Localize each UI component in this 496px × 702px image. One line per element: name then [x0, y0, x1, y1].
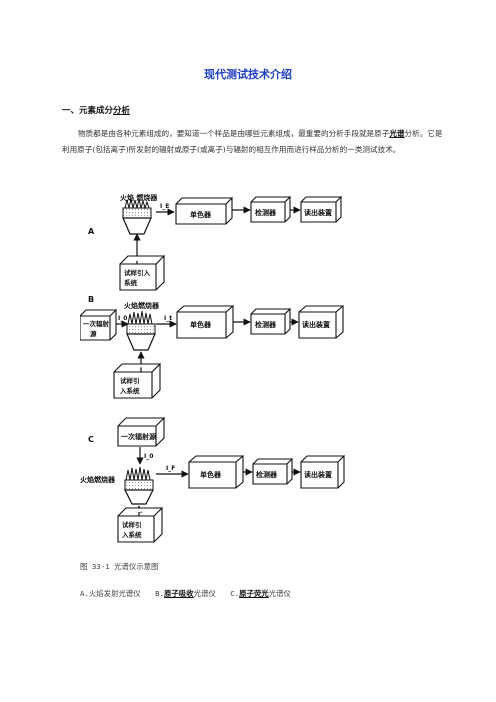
- intensity-label: I_E: [160, 203, 169, 210]
- sample-intro-label-b2: 入系统: [119, 386, 140, 395]
- flame-burner-icon-c: [124, 466, 154, 505]
- legend-b-suffix: 光谱仪: [193, 589, 216, 598]
- sample-intro-label-c1: 试样引: [122, 520, 142, 529]
- i0-label-b: I_0: [118, 315, 127, 322]
- sample-intro-label-1: 试样引入: [124, 268, 151, 277]
- detector-label: 检测器: [255, 208, 277, 217]
- intro-paragraph: 物质都是由各种元素组成的，要知道一个样品是由哪些元素组成，最重要的分析手段就是原…: [62, 126, 448, 157]
- monochromator-label-b: 单色器: [190, 320, 212, 329]
- sample-intro-label-2: 系统: [124, 278, 138, 287]
- sample-intro-label-b1: 试样引: [120, 376, 140, 385]
- primary-source-label-c: 一次辐射源: [121, 432, 156, 441]
- flame-burner-label: 火焰 燃烧器: [120, 193, 158, 202]
- legend-c-suffix: 光谱仪: [268, 589, 291, 598]
- monochromator-label: 单色器: [190, 210, 212, 219]
- sample-intro-label-c2: 入系统: [121, 530, 142, 539]
- if-label-c: I_F: [166, 465, 175, 472]
- diagram-c: C 一次辐射源 I_0 火焰燃烧器 I_F 单色器 检测器 读出装置 试样引 入…: [80, 416, 345, 543]
- diagram-b-letter: B: [88, 295, 94, 304]
- flame-burner-label-c: 火焰燃烧器: [80, 475, 116, 484]
- primary-source-label-1: 一次辐射: [83, 319, 110, 328]
- atomic-absorption-link[interactable]: 原子吸收: [164, 589, 194, 598]
- analysis-link[interactable]: 分析: [113, 106, 131, 116]
- flame-burner-icon-b: [126, 310, 156, 351]
- readout-label: 读出装置: [304, 208, 332, 217]
- legend-c-prefix: C.: [230, 589, 240, 598]
- readout-label-c: 读出装置: [304, 470, 332, 479]
- figure-legend: A.火焰发射光谱仪 B.原子吸收光谱仪 C.原子荧光光谱仪: [80, 588, 301, 599]
- page-title: 现代测试技术介绍: [204, 68, 292, 81]
- detector-label-b: 检测器: [255, 320, 277, 329]
- it-label-b: I_t: [164, 315, 172, 322]
- legend-b: B.原子吸收光谱仪: [155, 589, 216, 598]
- paragraph-text-1: 物质都是由各种元素组成的，要知道一个样品是由哪些元素组成，最重要的分析手段就是原…: [78, 129, 390, 138]
- atomic-fluorescence-link[interactable]: 原子荧光: [239, 589, 269, 598]
- flame-burner-icon: [122, 198, 152, 264]
- diagram-a: A 火焰 燃烧器 I_E 单色器 检测器 读出装置 试样引入 系统: [88, 193, 342, 291]
- legend-b-prefix: B.: [155, 589, 164, 598]
- spectrum-link[interactable]: 光谱: [389, 129, 405, 138]
- legend-c: C.原子荧光光谱仪: [230, 589, 291, 598]
- legend-a: A.火焰发射光谱仪: [80, 589, 141, 598]
- i0-label-c: I_0: [144, 453, 153, 460]
- flame-burner-label-b: 火焰燃烧器: [124, 301, 160, 310]
- primary-source-label-2: 源: [90, 329, 97, 338]
- figure-caption: 图 33-1 光谱仪示意图: [80, 562, 159, 571]
- spectrometer-figure: A 火焰 燃烧器 I_E 单色器 检测器 读出装置 试样引入 系统 B 火焰燃烧…: [80, 193, 345, 543]
- paragraph-text-2: 分析。它是利用原子(包括离子)所发射的辐射或原子(或离子)与辐射的相互作用而进行…: [62, 129, 443, 154]
- section-heading: 一、元素成分分析: [62, 104, 130, 116]
- diagram-b: B 火焰燃烧器 一次辐射 源 I_0 I_t 单色器 检测器 读出装置 试样引 …: [80, 295, 344, 399]
- monochromator-label-c: 单色器: [200, 470, 222, 479]
- diagram-a-letter: A: [88, 227, 95, 236]
- section-heading-text: 一、元素成分: [62, 106, 114, 116]
- diagram-c-letter: C: [88, 435, 94, 444]
- detector-label-c: 检测器: [256, 470, 278, 479]
- readout-label-b: 读出装置: [302, 320, 330, 329]
